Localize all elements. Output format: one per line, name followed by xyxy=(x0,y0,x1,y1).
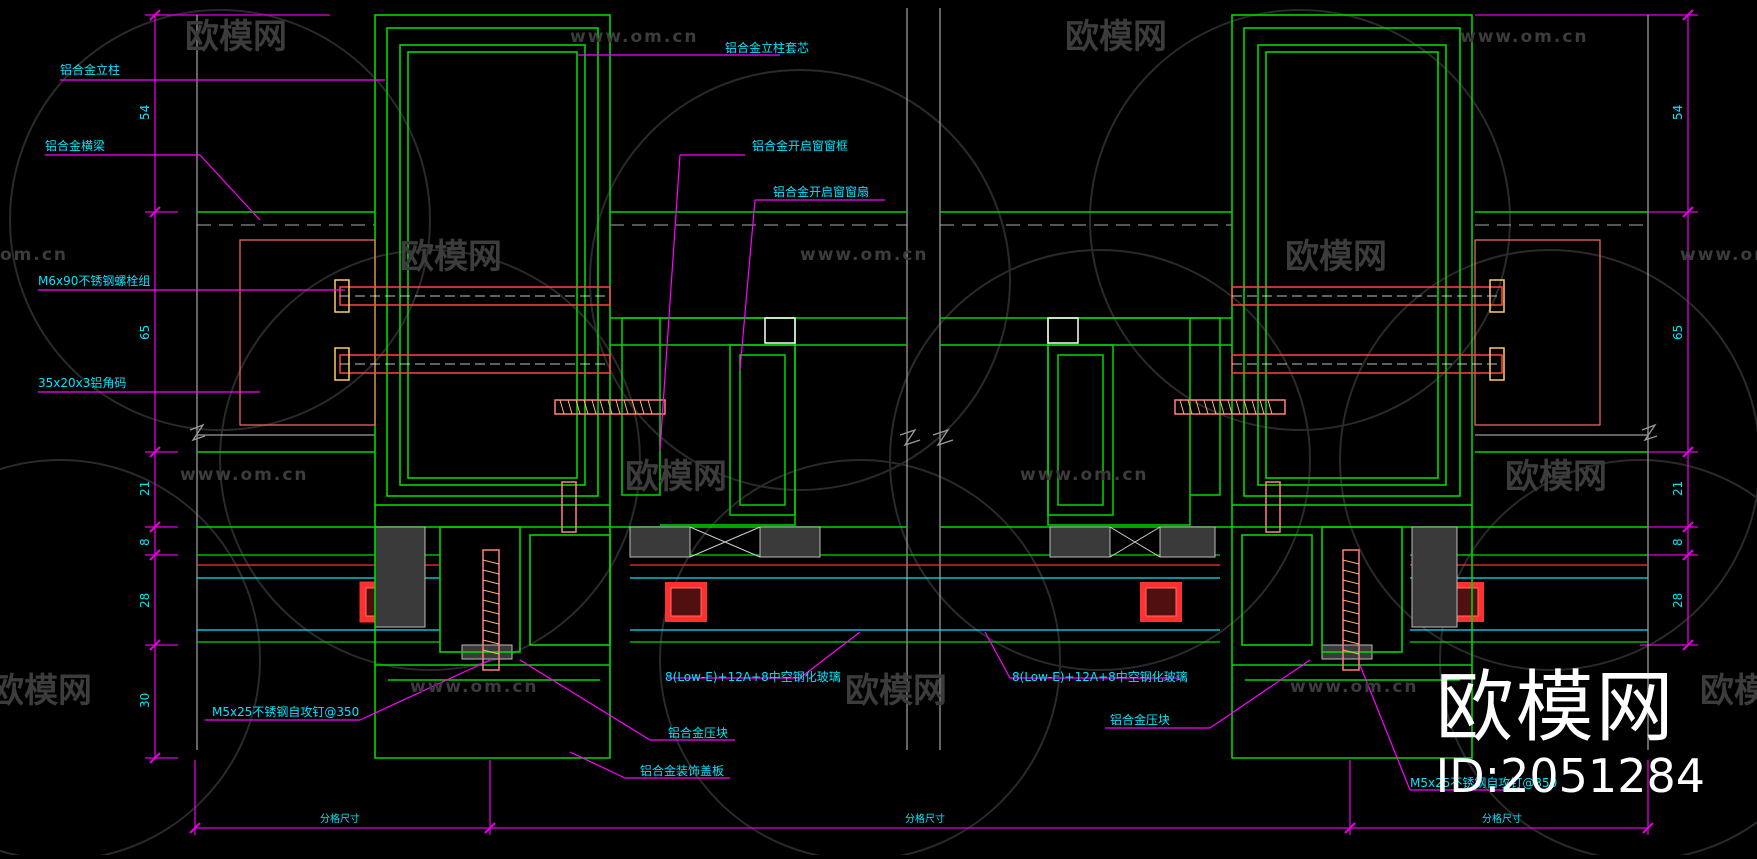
label-window-frame: 铝合金开启窗窗框 xyxy=(752,138,848,153)
label-bolt-group: M6x90不锈钢螺栓组 xyxy=(38,273,150,288)
watermark-brand-2: 欧模网 xyxy=(1065,17,1167,57)
label-screw-right: M5x25不锈钢自攻钉@350 xyxy=(1410,776,1557,790)
dimension-ticks xyxy=(149,9,1694,834)
right-mullion xyxy=(1231,14,1473,759)
left-bolt-group xyxy=(334,279,611,381)
watermark-url-6: www.om.cn xyxy=(1020,465,1149,485)
watermark-url-5: www.om.cn xyxy=(180,465,309,485)
screw-threads xyxy=(482,399,1360,655)
watermark-url-8: www.om.cn xyxy=(1290,677,1419,697)
watermark-brand-3: 欧模网 xyxy=(400,237,502,277)
label-window-sash: 铝合金开启窗窗扇 xyxy=(773,184,869,199)
watermark-brand-4: 欧模网 xyxy=(1285,237,1387,277)
left-dimension-values: 54 65 21 8 28 30 xyxy=(138,105,152,708)
watermark-url-1: www.om.cn xyxy=(570,27,699,47)
window-frame-right xyxy=(1047,317,1221,526)
label-angle-code: 35x20x3铝角码 xyxy=(38,375,126,390)
watermark-url-4: www.om.cn xyxy=(1680,245,1757,265)
watermark-id: ID:2051284 xyxy=(1435,749,1705,803)
watermark-url-9: om.cn xyxy=(0,245,68,265)
label-pressure-plate-right: 铝合金压块 xyxy=(1110,712,1170,727)
dim-left-65: 65 xyxy=(138,325,152,340)
screws xyxy=(482,399,1360,671)
watermark-id-block: 欧模网 ID:2051284 xyxy=(1436,669,1705,799)
dim-bottom-right: 分格尺寸 xyxy=(1482,812,1522,825)
right-dimension-values: 54 65 21 8 28 xyxy=(1671,105,1685,608)
watermark-url-7: www.om.cn xyxy=(410,677,539,697)
dim-left-28: 28 xyxy=(138,593,152,608)
label-column-core: 铝合金立柱套芯 xyxy=(725,40,809,55)
label-screw-left: M5x25不锈钢自攻钉@350 xyxy=(212,705,359,719)
left-mullion xyxy=(374,14,611,759)
gasket-hatches xyxy=(374,526,1458,660)
gasket-cross-marks xyxy=(689,526,1161,558)
dim-left-54: 54 xyxy=(138,105,152,120)
bottom-dimension-labels: 分格尺寸 分格尺寸 分格尺寸 xyxy=(320,812,1522,825)
label-glass-left: 8(Low-E)+12A+8中空钢化玻璃 xyxy=(665,669,841,684)
dim-right-8: 8 xyxy=(1671,538,1685,546)
dim-right-54: 54 xyxy=(1671,105,1685,120)
dim-right-65: 65 xyxy=(1671,325,1685,340)
annotation-labels: 铝合金立柱 铝合金立柱套芯 铝合金横梁 铝合金开启窗窗框 铝合金开启窗窗扇 M6… xyxy=(38,40,1557,790)
label-decor-cover: 铝合金装饰盖板 xyxy=(640,763,724,778)
right-bolt-group xyxy=(1231,279,1505,381)
label-glass-right: 8(Low-E)+12A+8中空钢化玻璃 xyxy=(1012,669,1188,684)
glass-panel-center xyxy=(630,554,1220,643)
dim-bottom-left: 分格尺寸 xyxy=(320,812,360,825)
watermark-brand-6: 欧模网 xyxy=(1505,457,1607,497)
watermark-url-2: www.om.cn xyxy=(1460,27,1589,47)
label-pressure-plate-left: 铝合金压块 xyxy=(668,725,728,740)
watermark-brand-9: 欧模网 xyxy=(1700,671,1757,711)
dim-right-21: 21 xyxy=(1671,481,1685,496)
left-angle-bracket xyxy=(239,239,376,426)
watermark-brand-7: 欧模网 xyxy=(0,671,92,711)
watermark-url-texts: www.om.cn www.om.cn www.om.cn www.om.cn … xyxy=(0,27,1757,697)
dim-left-8: 8 xyxy=(138,538,152,546)
label-column: 铝合金立柱 xyxy=(60,62,120,77)
wall-outline xyxy=(189,8,1658,750)
watermark-brand-8: 欧模网 xyxy=(845,671,947,711)
label-crossbeam: 铝合金横梁 xyxy=(45,138,105,153)
watermark-brand-texts: 欧模网 欧模网 欧模网 欧模网 欧模网 欧模网 欧模网 欧模网 欧模网 xyxy=(0,17,1757,711)
watermark-brand-1: 欧模网 xyxy=(185,17,287,57)
window-frame-left xyxy=(621,317,796,526)
dim-left-30: 30 xyxy=(138,693,152,708)
leader-lines xyxy=(38,54,1520,791)
watermark-url-3: www.om.cn xyxy=(800,245,929,265)
watermark-brand-large: 欧模网 xyxy=(1435,663,1676,753)
watermark-circles xyxy=(0,9,1757,859)
dim-right-28: 28 xyxy=(1671,593,1685,608)
dim-left-21: 21 xyxy=(138,481,152,496)
right-angle-bracket xyxy=(1474,239,1601,426)
dim-bottom-center: 分格尺寸 xyxy=(905,812,945,825)
watermark-brand-5: 欧模网 xyxy=(625,457,727,497)
